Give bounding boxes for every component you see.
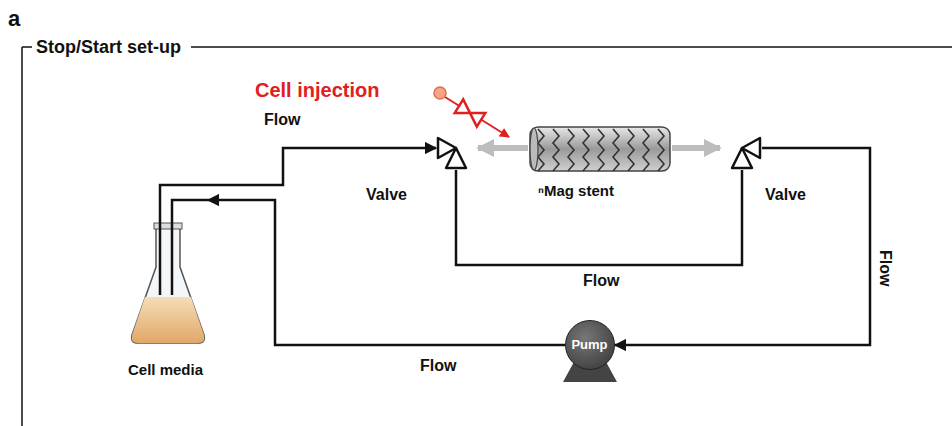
flow-line xyxy=(208,148,436,185)
injection-label: Cell injection xyxy=(255,79,379,102)
valve: Valve xyxy=(722,126,762,170)
flow-label: Flow xyxy=(262,111,302,129)
panel-frame xyxy=(22,46,32,48)
stent-label: ⁿMag stent xyxy=(538,182,614,199)
valve-symbol xyxy=(436,126,476,170)
stent-image xyxy=(528,124,672,174)
pump: Pump xyxy=(565,320,615,370)
injection-port xyxy=(434,87,446,99)
injection-line xyxy=(445,97,509,137)
flow-line xyxy=(615,148,870,345)
flow-line xyxy=(208,200,565,345)
stent-outlet-arrow xyxy=(672,145,720,151)
flow-label: Flow xyxy=(876,248,894,288)
flask-image xyxy=(128,175,208,350)
stent: ⁿMag stent xyxy=(528,124,672,204)
stent-outlet-arrow xyxy=(478,145,528,151)
panel-letter: a xyxy=(8,6,20,32)
valve: Valve xyxy=(436,126,476,170)
flask: Cell media xyxy=(128,175,208,350)
flow-line xyxy=(456,170,742,265)
panel-title: Stop/Start set-up xyxy=(36,37,181,58)
valve-symbol xyxy=(722,126,762,170)
pump-label: Pump xyxy=(571,337,607,352)
valve-label: Valve xyxy=(765,186,806,204)
flask-label: Cell media xyxy=(128,361,203,378)
panel-frame xyxy=(21,47,23,426)
flow-label: Flow xyxy=(581,272,621,290)
valve-label: Valve xyxy=(366,186,407,204)
flow-label: Flow xyxy=(418,357,458,375)
injection-valve xyxy=(455,99,486,126)
panel-frame xyxy=(191,46,952,48)
